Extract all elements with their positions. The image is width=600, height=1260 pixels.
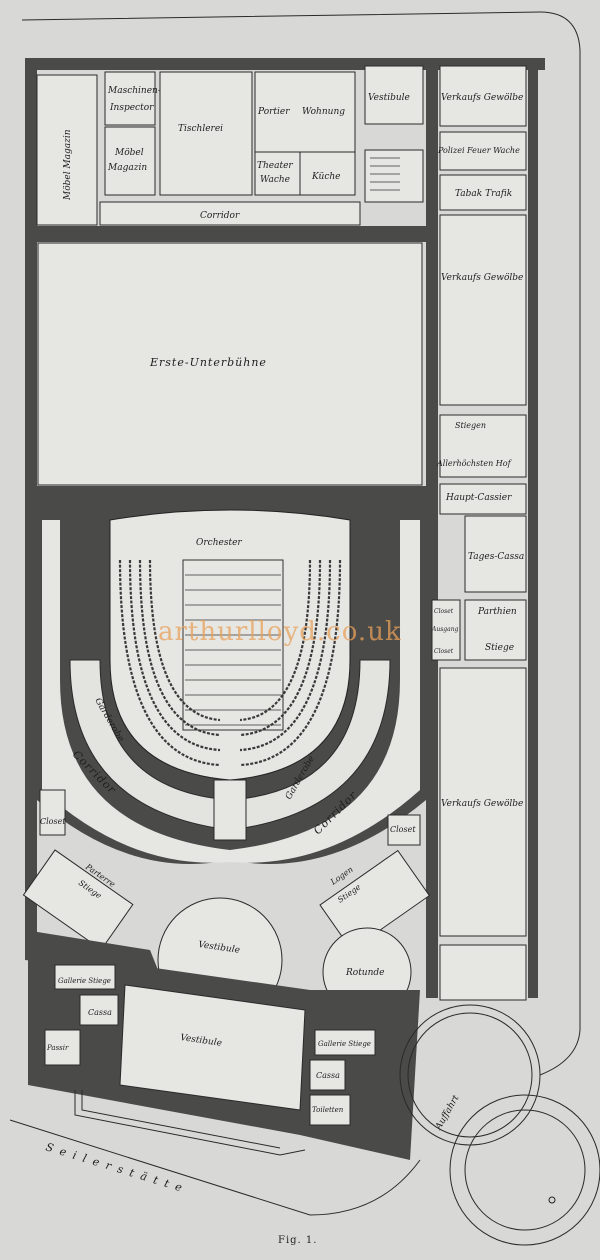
label-closet-b: Closet xyxy=(434,648,454,655)
seat-rows xyxy=(118,559,342,767)
room-allerhoechsten-hof xyxy=(439,414,527,478)
room-verkaufs-gewoelbe-2 xyxy=(439,214,527,406)
room-corridor-top xyxy=(99,201,361,226)
label-maschinen: Maschinen- xyxy=(107,86,161,96)
label-verkaufs-gewoelbe-1: Verkaufs Gewölbe xyxy=(441,93,523,103)
label-closet-a: Closet xyxy=(434,608,454,615)
front-steps xyxy=(74,1090,306,1156)
center-aisle-stairs xyxy=(213,779,247,841)
label-moebel-magazin: Möbel Magazin xyxy=(63,129,73,201)
room-tabak-trafik xyxy=(439,174,527,211)
label-portier: Portier xyxy=(257,107,290,117)
room-closet-right xyxy=(387,814,421,846)
room-haupt-cassier xyxy=(439,483,527,515)
label-verkaufs-gewoelbe-3: Verkaufs Gewölbe xyxy=(441,799,523,809)
label-passir: Passir xyxy=(46,1044,69,1052)
wall xyxy=(25,486,438,506)
label-toiletten: Toiletten xyxy=(312,1106,344,1114)
staircase-left xyxy=(22,849,134,951)
label-stiege-parthien: Stiege xyxy=(485,643,514,653)
label-orchester: Orchester xyxy=(196,538,242,548)
label-polizei-feuer-wache: Polizei Feuer Wache xyxy=(437,146,520,155)
stairs-icon xyxy=(370,157,400,191)
room-toiletten xyxy=(309,1094,351,1126)
room-kueche xyxy=(299,151,356,196)
front-steps xyxy=(81,1090,281,1149)
label-erste-unterbuehne: Erste-Unterbühne xyxy=(149,356,267,369)
label-wache: Wache xyxy=(260,175,290,185)
outer-wall xyxy=(426,58,438,998)
label-rotunde: Rotunde xyxy=(345,968,385,978)
stairs-icon xyxy=(185,574,281,726)
room-verkaufs-gewoelbe-3 xyxy=(439,667,527,937)
carriage-ring xyxy=(464,1109,586,1231)
room-closets xyxy=(431,599,461,661)
hydrant-icon xyxy=(548,1196,556,1204)
label-gallerie-stiege-right: Gallerie Stiege xyxy=(318,1040,371,1048)
room-verkaufs-gewoelbe-1 xyxy=(439,65,527,127)
label-haupt-cassier: Haupt-Cassier xyxy=(445,493,512,503)
room-gallerie-stiege-right xyxy=(314,1029,376,1056)
label-gallerie-stiege-left: Gallerie Stiege xyxy=(58,977,111,985)
label-inspector: Inspector xyxy=(109,103,154,113)
label-tischlerei: Tischlerei xyxy=(178,124,223,134)
label-allerhoechsten-hof: Allerhöchsten Hof xyxy=(436,459,513,468)
room-vestibule-top xyxy=(364,65,424,125)
label-tages-cassa: Tages-Cassa xyxy=(468,552,524,562)
label-stiegen: Stiegen xyxy=(455,421,486,430)
label-parthien: Parthien xyxy=(477,607,517,617)
auffahrt-ring xyxy=(407,1012,533,1138)
label-closet-left: Closet xyxy=(40,817,66,826)
auditorium-seating xyxy=(109,509,351,781)
room-moebel-magazin-small xyxy=(104,126,156,196)
room-vestibule-main xyxy=(119,984,306,1111)
garderobe-ring xyxy=(69,659,391,831)
room-erste-unterbuehne xyxy=(37,242,423,486)
room-portier-wohnung xyxy=(254,71,356,153)
carriage-circle xyxy=(449,1094,600,1246)
label-corridor-top: Corridor xyxy=(200,211,240,221)
label-tabak-trafik: Tabak Trafik xyxy=(455,189,512,199)
label-verkaufs-gewoelbe-2: Verkaufs Gewölbe xyxy=(441,273,523,283)
room-passir xyxy=(44,1029,81,1066)
label-closet-right: Closet xyxy=(390,825,416,834)
staircase-top xyxy=(364,149,424,203)
label-street: Seilerstätte xyxy=(44,1140,190,1196)
room-maschinen-inspector xyxy=(104,71,156,126)
label-magazin: Magazin xyxy=(107,163,147,173)
wall xyxy=(25,226,438,242)
room-moebel-magazin xyxy=(36,74,98,226)
street-line xyxy=(9,1119,421,1216)
label-cassa-right: Cassa xyxy=(316,1071,340,1080)
label-wohnung: Wohnung xyxy=(302,107,345,117)
label-cassa-left: Cassa xyxy=(88,1008,112,1017)
label-vestibule-top: Vestibule xyxy=(368,93,410,103)
figure-caption: Fig. 1. xyxy=(278,1235,317,1246)
lot-boundary xyxy=(21,11,581,1076)
room-polizei-feuer-wache xyxy=(439,131,527,171)
room-verkaufs-gewoelbe-4 xyxy=(439,944,527,1001)
label-ausgang: Ausgang xyxy=(431,626,459,633)
watermark: arthurlloyd.co.uk xyxy=(158,617,402,647)
outer-wall xyxy=(528,58,538,998)
auffahrt-circle xyxy=(399,1004,541,1146)
room-closet-left xyxy=(39,789,66,836)
room-tages-cassa xyxy=(464,515,527,593)
label-auffahrt: Auffahrt xyxy=(433,1093,461,1132)
room-cassa-left xyxy=(79,994,119,1026)
label-kueche: Küche xyxy=(311,172,341,182)
room-tischlerei xyxy=(159,71,253,196)
label-moebel: Möbel xyxy=(114,148,144,158)
room-theater-wache xyxy=(254,151,301,196)
staircase-right xyxy=(319,849,431,951)
parterre-seats xyxy=(182,559,284,731)
label-theater: Theater xyxy=(257,161,293,171)
outer-wall xyxy=(25,58,37,958)
room-cassa-right xyxy=(309,1059,346,1091)
room-parthien-stiege xyxy=(464,599,527,661)
room-gallerie-stiege-left xyxy=(54,964,116,990)
